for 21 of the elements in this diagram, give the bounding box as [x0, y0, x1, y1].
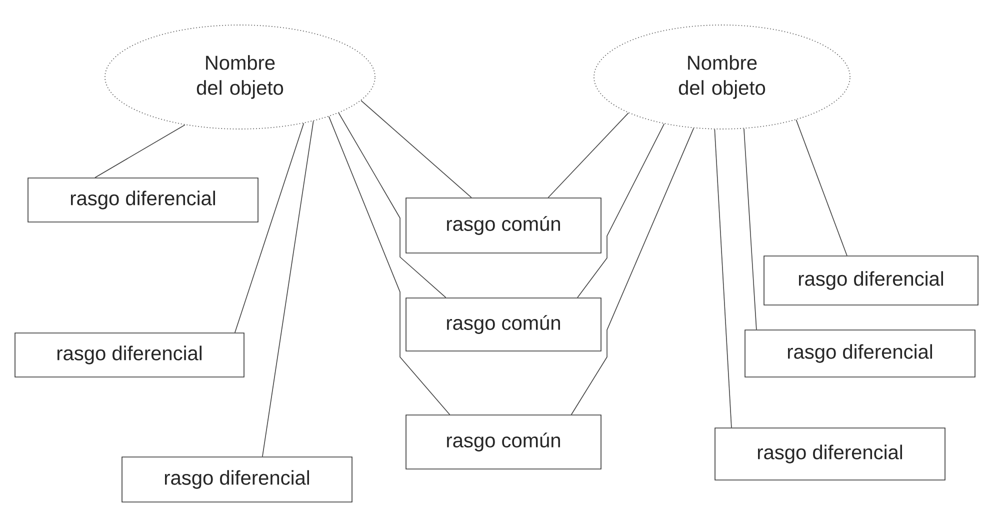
trait-box: rasgo diferencial — [122, 456, 352, 502]
connector-line — [714, 128, 732, 428]
connector-line — [262, 120, 314, 457]
connector-line — [94, 124, 186, 178]
connector-line — [796, 119, 848, 256]
trait-box: rasgo común — [406, 414, 602, 470]
trait-box: rasgo común — [406, 298, 602, 352]
connector-line — [234, 122, 304, 333]
connector-line — [744, 128, 757, 330]
trait-box: rasgo diferencial — [28, 178, 258, 222]
trait-box: rasgo diferencial — [14, 332, 244, 378]
connector-line — [338, 112, 446, 298]
connector-line — [570, 128, 694, 415]
connector-line — [360, 100, 472, 198]
connector-line — [548, 112, 629, 198]
connector-line — [328, 116, 450, 415]
trait-box: rasgo diferencial — [764, 256, 978, 306]
trait-box: rasgo común — [406, 198, 602, 254]
trait-box: rasgo diferencial — [714, 428, 946, 480]
trait-box: rasgo diferencial — [744, 330, 976, 378]
connector-line — [577, 123, 665, 298]
